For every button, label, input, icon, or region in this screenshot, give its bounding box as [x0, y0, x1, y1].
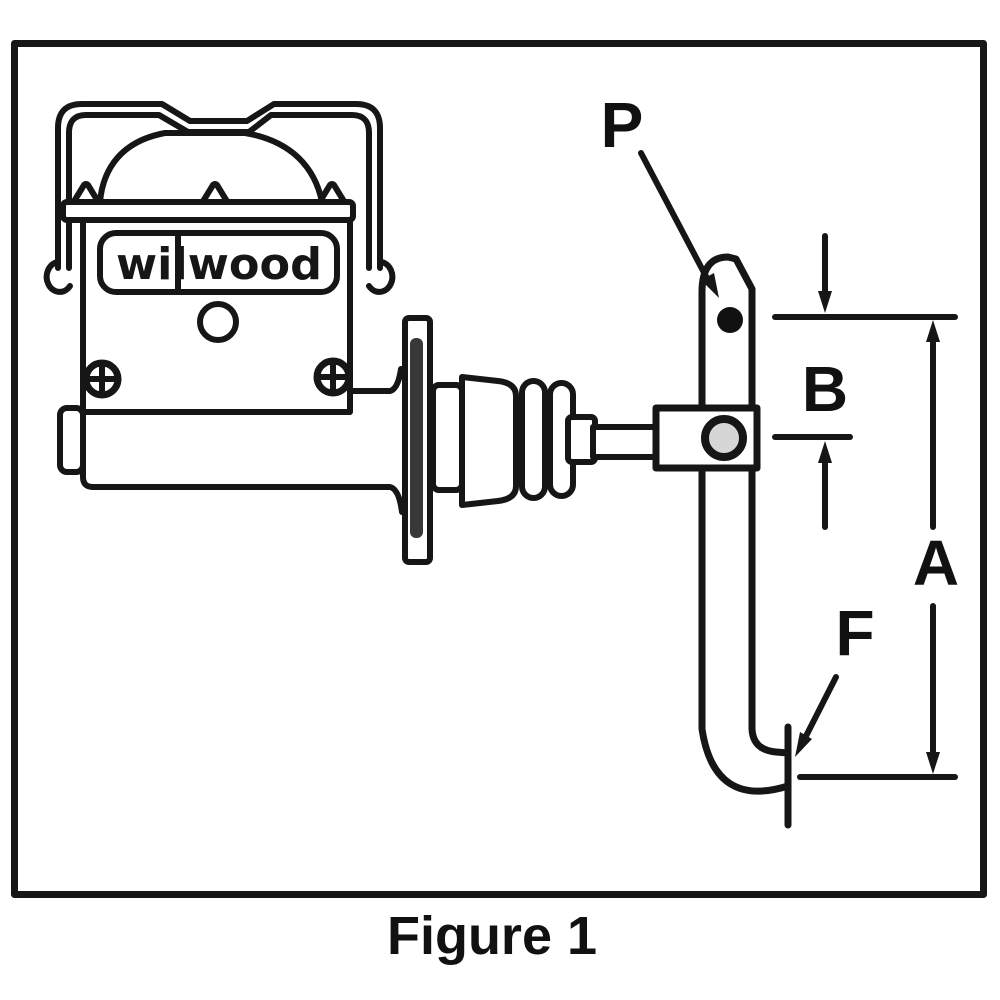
- pivot-hole: [717, 307, 743, 333]
- dim-b-arrowhead-top: [818, 291, 832, 313]
- label-pedal-face: F: [835, 597, 874, 669]
- dim-b-arrowhead-bottom: [818, 441, 832, 463]
- vent-hole: [197, 301, 239, 343]
- wilwood-logo-plate: wilwood: [97, 230, 340, 295]
- barrel-end-cap: [57, 405, 86, 475]
- lid-tab-center: [199, 181, 231, 206]
- pushrod: [590, 424, 662, 460]
- lid-tab-left: [70, 181, 102, 206]
- cylinder-barrel: [57, 366, 405, 515]
- boot-spacer: [430, 382, 465, 493]
- wilwood-logo-text: wilwood: [116, 239, 322, 290]
- pushrod-boot: [430, 374, 598, 508]
- boot-collar: [459, 374, 519, 508]
- mounting-screw-left: [82, 359, 122, 399]
- bail-hook-right: [366, 259, 396, 295]
- leader-arrowhead-f: [795, 732, 812, 757]
- pedal-arm: [698, 253, 792, 795]
- diagram-border: [11, 40, 987, 898]
- leader-line-f: [800, 674, 839, 745]
- clevis: [652, 404, 761, 472]
- label-pivot: P: [601, 89, 644, 161]
- dim-a-arrowhead-bottom: [926, 752, 940, 774]
- boot-bellows-1: [519, 378, 548, 501]
- reservoir-dome: [97, 130, 325, 205]
- bail-hook-left: [43, 259, 73, 295]
- flange-shading: [410, 338, 423, 538]
- label-dim-b: B: [802, 353, 848, 425]
- leader-line-p: [638, 150, 713, 287]
- mounting-flange: [402, 315, 433, 565]
- annotations: P B A F: [601, 89, 959, 829]
- dim-a-arrowhead-top: [926, 320, 940, 342]
- label-dim-a: A: [913, 527, 959, 599]
- leader-arrowhead-p: [701, 273, 719, 298]
- lid-tab-right: [316, 181, 348, 206]
- clevis-pin: [701, 415, 747, 461]
- figure-caption: Figure 1: [387, 906, 597, 966]
- master-cylinder: wilwood: [43, 101, 662, 565]
- mounting-screw-right: [313, 357, 353, 397]
